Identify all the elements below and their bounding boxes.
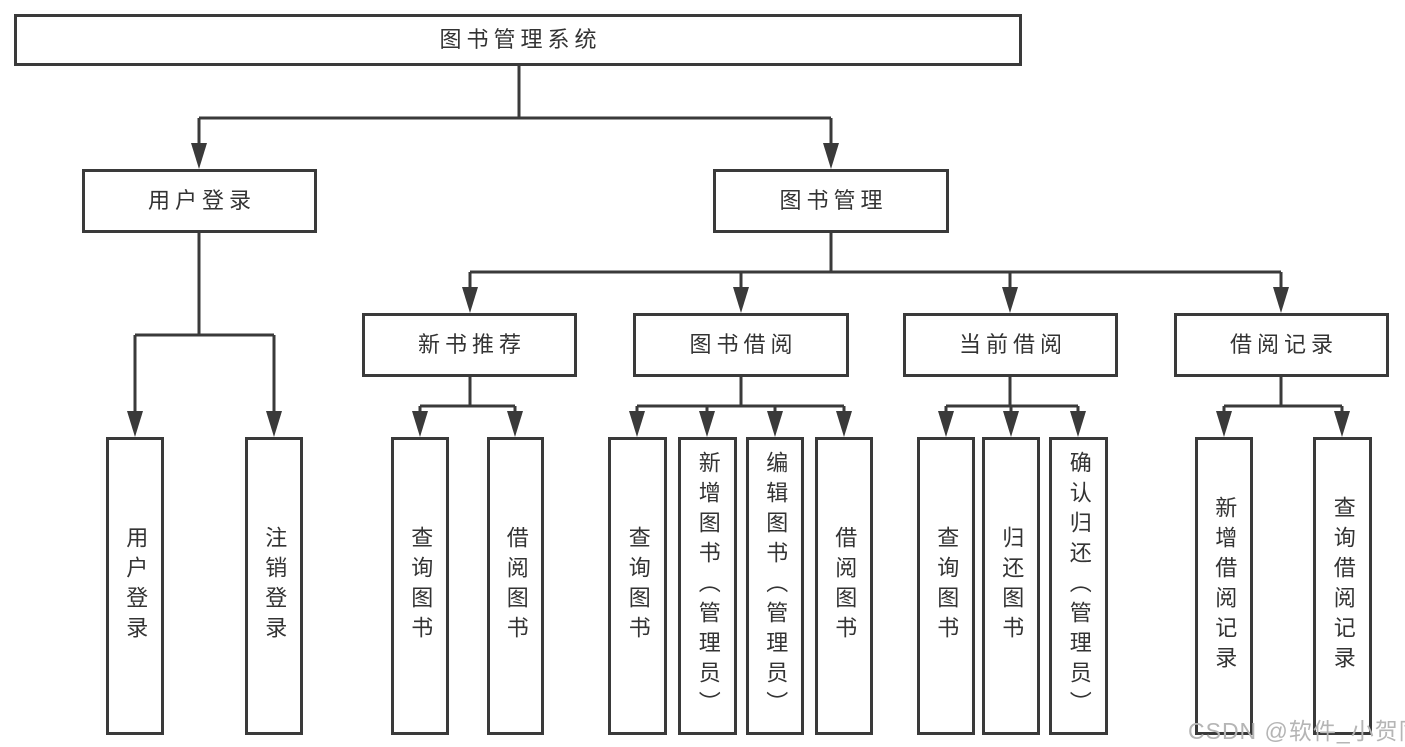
leaf-current-confirm-return-admin: 确认归还（管理员）: [1049, 437, 1108, 735]
node-library-management-system: 图书管理系统: [14, 14, 1022, 66]
leaf-current-query-books: 查询图书: [917, 437, 975, 735]
node-book-management: 图书管理: [713, 169, 949, 233]
csdn-watermark: CSDN @软件_小贺同学: [1188, 718, 1405, 744]
leaf-borrowing-edit-books-admin: 编辑图书（管理员）: [746, 437, 804, 735]
leaf-recommend-borrow-books: 借阅图书: [487, 437, 544, 735]
leaf-records-query-record: 查询借阅记录: [1313, 437, 1372, 735]
leaf-recommend-query-books: 查询图书: [391, 437, 449, 735]
node-current-borrowing: 当前借阅: [903, 313, 1118, 377]
leaf-records-add-record: 新增借阅记录: [1195, 437, 1253, 735]
node-book-borrowing: 图书借阅: [633, 313, 849, 377]
leaf-borrowing-add-books-admin: 新增图书（管理员）: [678, 437, 737, 735]
leaf-current-return-books: 归还图书: [982, 437, 1040, 735]
node-user-login: 用户登录: [82, 169, 317, 233]
node-new-book-recommend: 新书推荐: [362, 313, 577, 377]
leaf-borrowing-borrow-books: 借阅图书: [815, 437, 873, 735]
node-borrow-records: 借阅记录: [1174, 313, 1389, 377]
leaf-user-login: 用户登录: [106, 437, 164, 735]
leaf-logout: 注销登录: [245, 437, 303, 735]
leaf-borrowing-query-books: 查询图书: [608, 437, 667, 735]
